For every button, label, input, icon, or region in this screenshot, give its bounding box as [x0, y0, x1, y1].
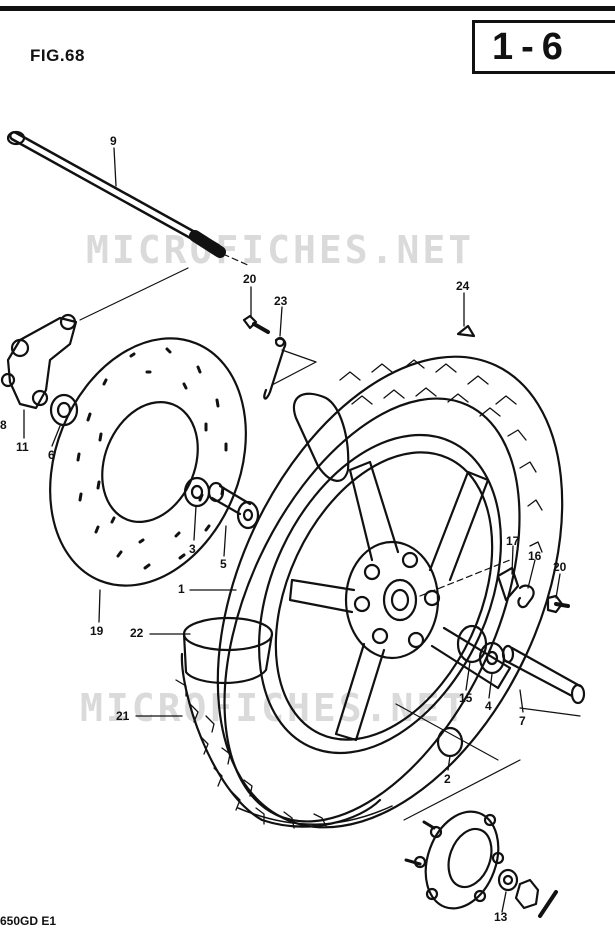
section-box	[472, 20, 615, 74]
part-number-15: 15	[459, 691, 473, 705]
part-number-5: 5	[220, 557, 227, 571]
part-number-24: 24	[456, 279, 470, 293]
part-number-16: 16	[528, 549, 542, 563]
lock-plate-part-21	[263, 336, 287, 400]
watermark-top: MICROFICHES.NET	[86, 228, 475, 272]
bearing-part-2	[436, 726, 464, 758]
part-number-21: 23	[274, 294, 288, 308]
part-number-7: 7	[519, 714, 526, 728]
brake-disc-part-19	[49, 337, 247, 587]
wheel-part-1	[257, 433, 512, 755]
part-number-3: 3	[189, 542, 196, 556]
section-code: 1-6	[492, 26, 571, 68]
washer-part-13	[497, 868, 519, 892]
part-number-18: 20	[553, 560, 567, 574]
nut-part-18	[546, 594, 570, 614]
axle-part-9	[6, 130, 226, 258]
part-number-9: 9	[110, 134, 117, 148]
bracket-part-11	[0, 313, 78, 410]
bolt-part-20	[242, 314, 270, 334]
part-number-4: 4	[485, 699, 492, 713]
part-number-13: 13	[494, 910, 508, 924]
drum-hub-assembly	[404, 810, 505, 910]
part-number-19: 19	[90, 624, 104, 638]
tire-part-22	[175, 355, 564, 829]
part-number-1: 1	[178, 582, 185, 596]
part-number-23: 22	[130, 626, 144, 640]
axle-nut	[514, 878, 540, 910]
cotter-pin	[538, 890, 558, 918]
part-number-17: 17	[506, 534, 520, 548]
part-number-20: 20	[243, 272, 257, 286]
figure-label: FIG.68	[30, 46, 85, 65]
part-number-8: 8	[0, 418, 7, 432]
clip-part-17	[496, 566, 520, 602]
part-number-2: 2	[444, 772, 451, 786]
spacer-part-6	[49, 393, 79, 427]
spacer-part-7	[501, 644, 586, 705]
spacer-part-5	[207, 481, 260, 530]
part-number-22: 21	[116, 709, 130, 723]
part-number-6: 6	[48, 448, 55, 462]
part-number-11: 11	[16, 440, 29, 454]
valve-part-24	[456, 324, 476, 338]
top-border	[0, 6, 615, 11]
bearing-part-3	[183, 476, 211, 508]
model-code: 650GD E1	[0, 914, 57, 928]
seal-part-16	[517, 584, 535, 609]
